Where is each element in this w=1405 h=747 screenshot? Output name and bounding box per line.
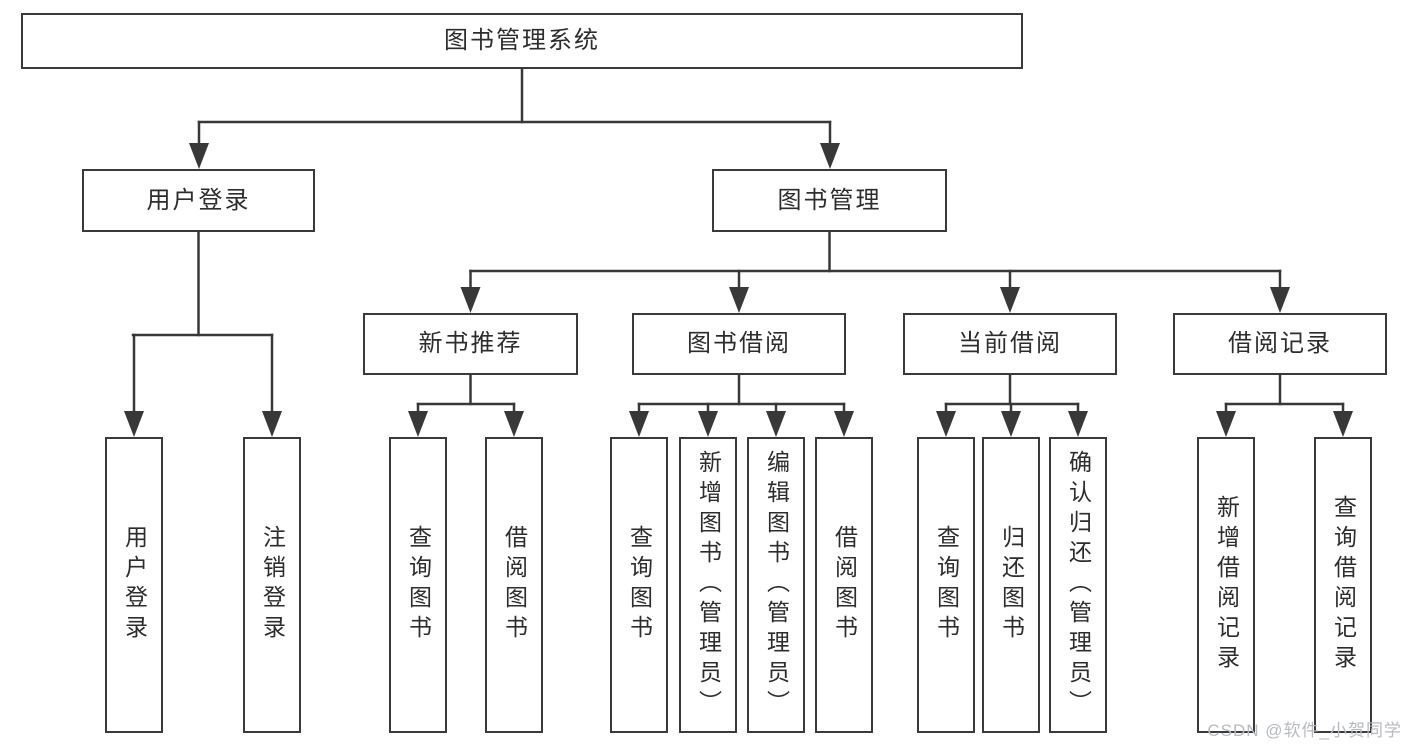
leaf-logout: 注销登录 [243,437,301,733]
leaf-return-books: 归还图书 [982,437,1040,733]
node-label: 新增借阅记录 [1213,495,1240,675]
node-label: 用户登录 [146,186,251,214]
leaf-query-books-borrow: 查询图书 [610,437,668,733]
node-label: 注销登录 [259,525,286,645]
node-label: 图书管理 [777,186,882,214]
leaf-edit-books-admin: 编辑图书（管理员） [747,437,805,733]
csdn-watermark: CSDN @软件_小贺同学 [1207,721,1402,740]
arrowheads [124,143,1353,437]
node-label: 确认归还（管理员） [1065,450,1092,720]
node-label: 新增图书（管理员） [695,450,722,720]
node-label: 查询图书 [933,525,960,645]
leaf-borrow-books: 借阅图书 [815,437,873,733]
node-label: 编辑图书（管理员） [763,450,790,720]
node-book-management: 图书管理 [712,169,947,232]
node-label: 借阅图书 [501,525,528,645]
node-label: 图书借阅 [687,330,791,357]
node-label: 查询图书 [405,525,432,645]
node-book-borrow: 图书借阅 [632,313,846,375]
node-current-borrow: 当前借阅 [903,313,1117,375]
node-label: 查询图书 [626,525,653,645]
node-user-login: 用户登录 [82,169,315,232]
leaf-confirm-return-admin: 确认归还（管理员） [1049,437,1107,733]
node-label: 借阅记录 [1228,330,1332,357]
leaf-add-borrow-record: 新增借阅记录 [1197,437,1255,733]
node-label: 用户登录 [121,525,148,645]
leaf-query-borrow-record: 查询借阅记录 [1314,437,1372,733]
node-label: 当前借阅 [958,330,1062,357]
leaf-borrow-books-recommend: 借阅图书 [485,437,543,733]
leaf-query-books-current: 查询图书 [917,437,975,733]
node-new-book-recommend: 新书推荐 [363,313,578,375]
node-label: 查询借阅记录 [1330,495,1357,675]
node-label: 图书管理系统 [444,27,600,54]
node-label: 借阅图书 [831,525,858,645]
node-borrow-records: 借阅记录 [1173,313,1387,375]
leaf-user-login: 用户登录 [105,437,163,733]
leaf-add-books-admin: 新增图书（管理员） [679,437,737,733]
node-library-management-system: 图书管理系统 [21,13,1023,69]
leaf-query-books-recommend: 查询图书 [389,437,447,733]
node-label: 新书推荐 [418,330,523,357]
node-label: 归还图书 [998,525,1025,645]
